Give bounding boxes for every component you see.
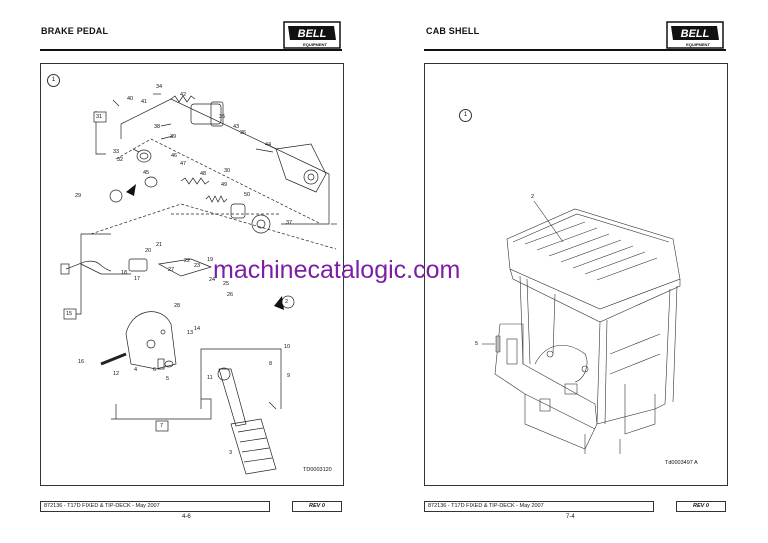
part-callout: 33	[113, 149, 120, 155]
group-box-label: 31	[96, 114, 103, 120]
right-page: CAB SHELL BELL EQUIPMENT 1	[384, 0, 768, 543]
part-callout: 42	[180, 92, 187, 98]
doc-reference: 872136 - T17D FIXED & TIP-DECK - May 200…	[40, 501, 270, 512]
cab-shell-diagram	[482, 200, 681, 454]
part-callout: 5	[166, 376, 170, 382]
part-callout: 10	[284, 344, 291, 350]
group-box-label: 15	[66, 311, 73, 317]
part-callout: 3	[229, 450, 233, 456]
part-callout: 22	[184, 258, 191, 264]
diagram-frame: 1	[40, 63, 344, 486]
part-callout: 18	[121, 270, 128, 276]
part-callout: 14	[194, 326, 201, 332]
part-callout: 40	[127, 96, 134, 102]
part-callout: 26	[227, 292, 234, 298]
page-footer: 872136 - T17D FIXED & TIP-DECK - May 200…	[424, 501, 726, 512]
logo-subtext: EQUIPMENT	[303, 42, 327, 47]
group-box-label: 7	[160, 423, 164, 429]
part-callout: 4	[134, 367, 138, 373]
part-callout: 27	[168, 267, 175, 273]
title-rule	[40, 49, 342, 51]
part-callout: 35	[219, 114, 226, 120]
part-callout: 39	[170, 134, 177, 140]
part-callout: 19	[207, 257, 214, 263]
part-callout: 37	[286, 220, 293, 226]
part-callout: 11	[207, 375, 213, 381]
part-callout: 2	[531, 194, 535, 200]
part-callout: 16	[78, 359, 85, 365]
drawing-number: Td0003497 A	[665, 460, 698, 466]
part-callout: 28	[174, 303, 181, 309]
diagram-frame: 1	[424, 63, 728, 486]
part-callout: 17	[134, 276, 141, 282]
part-callout: 48	[200, 171, 207, 177]
bell-logo: BELL EQUIPMENT	[283, 21, 341, 49]
drawing-number: TD0003120	[303, 467, 332, 473]
part-callout: 46	[171, 153, 178, 159]
part-callout: 25	[223, 281, 230, 287]
view-number: 1	[459, 109, 472, 122]
part-callout: 47	[180, 161, 187, 167]
page-number: 7-4	[566, 514, 575, 520]
view-number: 1	[47, 74, 60, 87]
part-callout: 32	[117, 157, 124, 163]
part-callout: 13	[187, 330, 194, 336]
part-callout: 24	[209, 277, 216, 283]
page-title: CAB SHELL	[426, 26, 480, 36]
left-page: BRAKE PEDAL BELL EQUIPMENT 1	[40, 21, 344, 520]
part-callout: 41	[141, 99, 148, 105]
part-callout: 6	[153, 367, 157, 373]
brake-pedal-exploded-diagram	[60, 93, 337, 475]
doc-reference: 872136 - T17D FIXED & TIP-DECK - May 200…	[424, 501, 654, 512]
part-callout: 36	[240, 130, 247, 136]
ref-circle-label: 2	[285, 299, 289, 305]
title-rule	[424, 49, 726, 51]
part-callout: 23	[194, 263, 201, 269]
part-callout: 9	[287, 373, 291, 379]
part-callout: 45	[143, 170, 150, 176]
part-callout: 43	[233, 124, 240, 130]
part-callout: 5	[475, 341, 479, 347]
logo-subtext: EQUIPMENT	[686, 42, 710, 47]
page-footer: 872136 - T17D FIXED & TIP-DECK - May 200…	[40, 501, 342, 512]
part-callout: 30	[224, 168, 231, 174]
part-callout: 44	[265, 142, 272, 148]
part-callout: 21	[156, 242, 163, 248]
revision: REV 0	[292, 501, 342, 512]
logo-wordmark: BELL	[298, 28, 327, 40]
part-callout: 8	[269, 361, 273, 367]
page-number: 4-6	[182, 514, 191, 520]
page-title: BRAKE PEDAL	[41, 26, 109, 36]
bell-logo: BELL EQUIPMENT	[666, 21, 724, 49]
part-callout: 12	[113, 371, 120, 377]
part-callout: 38	[154, 124, 161, 130]
part-callout: 34	[156, 84, 163, 90]
watermark-text: machinecatalogic.com	[213, 256, 461, 284]
ref-flag-label: 29	[75, 193, 82, 199]
part-callout: 49	[221, 182, 228, 188]
part-callout: 20	[145, 248, 152, 254]
logo-wordmark: BELL	[681, 28, 710, 40]
revision: REV 0	[676, 501, 726, 512]
part-callout: 50	[244, 192, 251, 198]
